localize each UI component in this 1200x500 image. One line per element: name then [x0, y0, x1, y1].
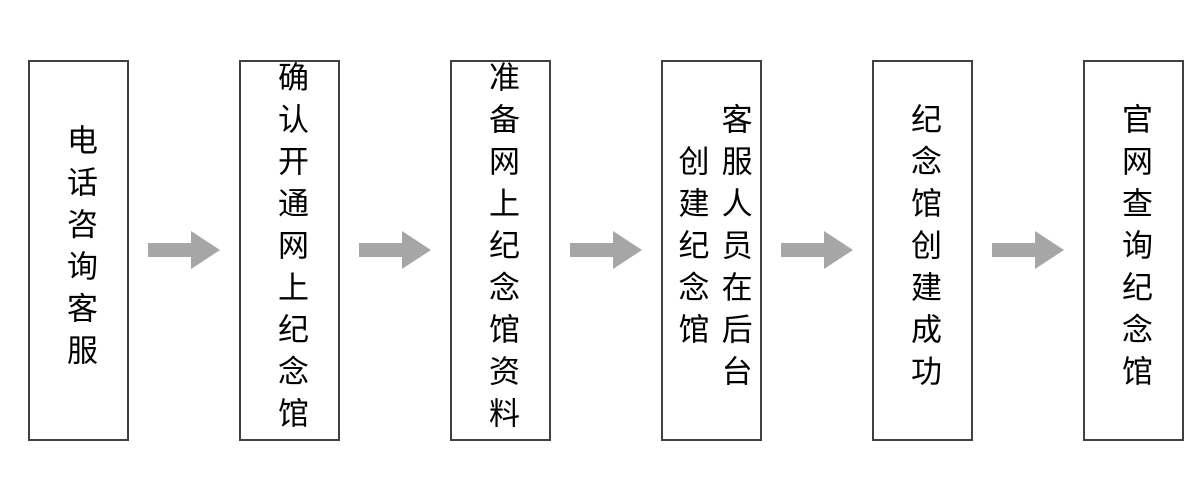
node-3-columns: 准备网上纪念馆资料: [452, 61, 549, 439]
connector-arrow-5: [992, 231, 1064, 269]
right-arrow-icon: [570, 231, 642, 269]
spacer-2a: [340, 250, 359, 251]
flow-node-6[interactable]: 官网查询纪念馆: [1083, 59, 1184, 441]
flow-node-1-label: 电话咨询客服: [61, 124, 98, 376]
flow-node-6-label: 官网查询纪念馆: [1116, 103, 1153, 397]
right-arrow-icon: [359, 231, 431, 269]
left-margin-spacer: [0, 250, 28, 251]
right-arrow-icon: [781, 231, 853, 269]
flow-node-4-label-column-2: 创建纪念馆: [672, 145, 709, 355]
connector-arrow-3: [570, 231, 642, 269]
node-1-columns: 电话咨询客服: [30, 62, 127, 439]
spacer-3b: [642, 250, 661, 251]
flow-node-3-label: 准备网上纪念馆资料: [483, 61, 520, 439]
node-5-columns: 纪念馆创建成功: [874, 62, 971, 439]
connector-arrow-1: [148, 231, 220, 269]
spacer-3a: [551, 250, 570, 251]
flow-node-3[interactable]: 准备网上纪念馆资料: [450, 59, 551, 441]
spacer-5a: [973, 250, 992, 251]
connector-arrow-4: [781, 231, 853, 269]
flow-node-4[interactable]: 创建纪念馆 客服人员在后台: [661, 59, 762, 441]
node-6-columns: 官网查询纪念馆: [1085, 62, 1182, 439]
node-2-columns: 确认开通网上纪念馆: [241, 61, 338, 439]
spacer-5b: [1064, 250, 1083, 251]
right-arrow-icon: [148, 231, 220, 269]
spacer-4b: [853, 250, 872, 251]
flow-node-1[interactable]: 电话咨询客服: [28, 59, 129, 441]
spacer-4a: [762, 250, 781, 251]
spacer-1a: [129, 250, 148, 251]
flow-node-2[interactable]: 确认开通网上纪念馆: [239, 59, 340, 441]
flow-node-5-label: 纪念馆创建成功: [905, 103, 942, 397]
spacer-1b: [220, 250, 239, 251]
flow-node-5[interactable]: 纪念馆创建成功: [872, 59, 973, 441]
right-arrow-icon: [992, 231, 1064, 269]
node-4-columns: 创建纪念馆 客服人员在后台: [663, 62, 760, 439]
spacer-2b: [431, 250, 450, 251]
connector-arrow-2: [359, 231, 431, 269]
flow-node-4-label-column-1: 客服人员在后台: [715, 103, 752, 397]
flow-node-2-label: 确认开通网上纪念馆: [272, 61, 309, 439]
